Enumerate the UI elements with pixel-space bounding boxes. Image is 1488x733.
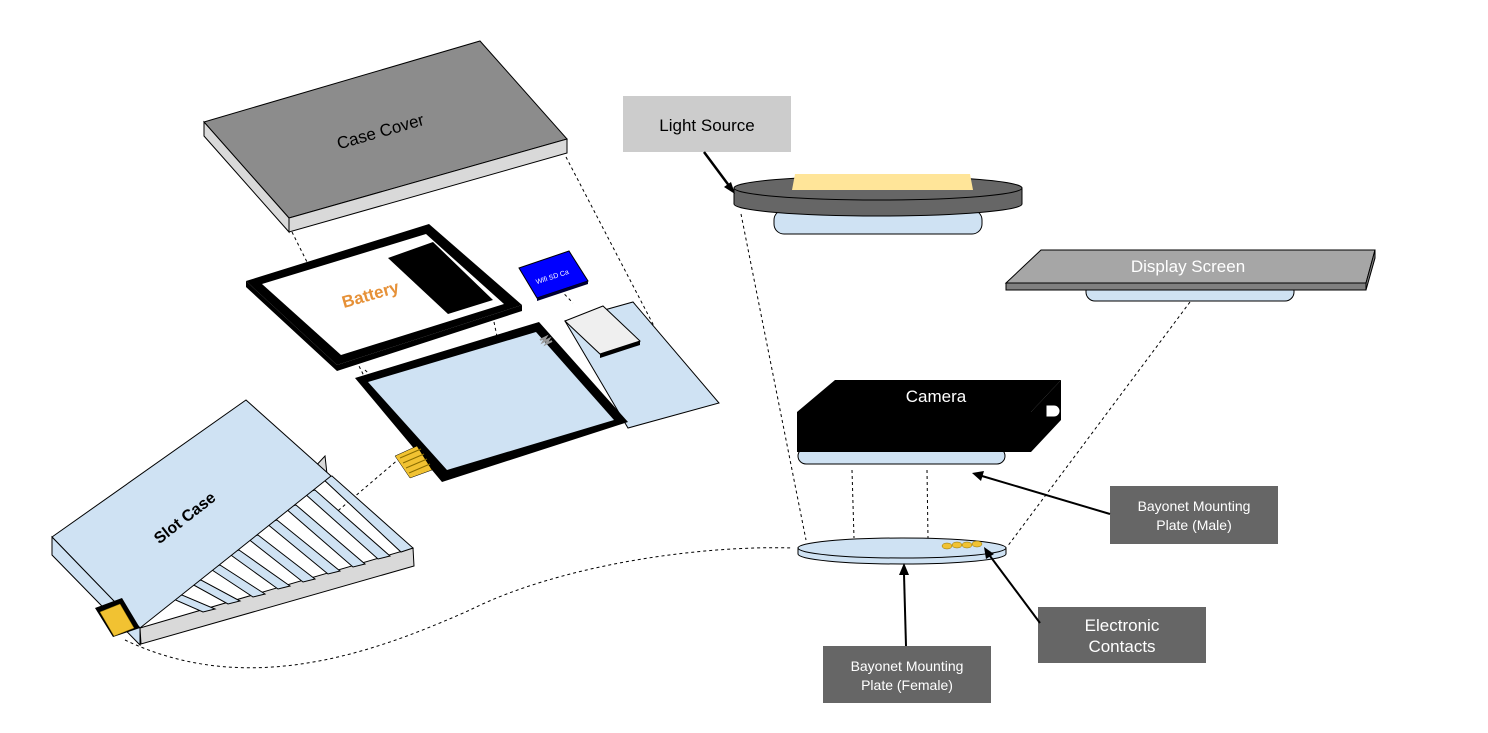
bayonet-female-label-line1: Bayonet Mounting (851, 658, 964, 674)
slot-case: Slot Case (51, 399, 415, 647)
bayonet-female-label-line2: Plate (Female) (861, 677, 953, 693)
bayonet-male-callout: Bayonet Mounting Plate (Male) (972, 471, 1278, 544)
antenna-icon (539, 334, 553, 347)
guide-line-camera-right (926, 469, 929, 539)
guide-line-camera-left (851, 469, 855, 539)
electronic-contacts-callout: Electronic Contacts (984, 547, 1206, 663)
camera-label: Camera (906, 387, 967, 406)
light-source-callout: Light Source (623, 96, 791, 194)
light-glow (792, 174, 973, 190)
slot-case-contacts (99, 603, 135, 637)
guide-line-display (1006, 301, 1191, 548)
guide-line-cover-right (565, 156, 656, 329)
bayonet-female-callout: Bayonet Mounting Plate (Female) (823, 563, 991, 703)
circuit-board (355, 301, 720, 482)
electronic-contacts-pads (941, 540, 983, 550)
guide-line-slot (332, 457, 401, 516)
board-connector-lines (399, 448, 431, 474)
light-source (733, 174, 1023, 235)
electronic-contacts-label-line1: Electronic (1085, 616, 1160, 635)
light-source-label: Light Source (659, 116, 754, 135)
display-screen-label: Display Screen (1131, 257, 1245, 276)
camera-lens-icon (1045, 404, 1061, 418)
camera: Camera (797, 380, 1061, 465)
display-screen: Display Screen (1004, 249, 1376, 302)
bayonet-male-label-line2: Plate (Male) (1156, 517, 1231, 533)
bayonet-female-plate (797, 537, 1007, 565)
case-cover: Case Cover (203, 40, 568, 234)
bayonet-male-label-line1: Bayonet Mounting (1138, 498, 1251, 514)
guide-line-light-source (740, 213, 807, 541)
board-connector-pins (394, 445, 433, 479)
slot-case-rails (169, 475, 414, 613)
slot-case-tray (139, 547, 415, 645)
wifi-sd-card: Wifi SD Ca (518, 250, 589, 301)
electronic-contacts-label-line2: Contacts (1088, 637, 1155, 656)
battery: Battery (246, 224, 522, 371)
